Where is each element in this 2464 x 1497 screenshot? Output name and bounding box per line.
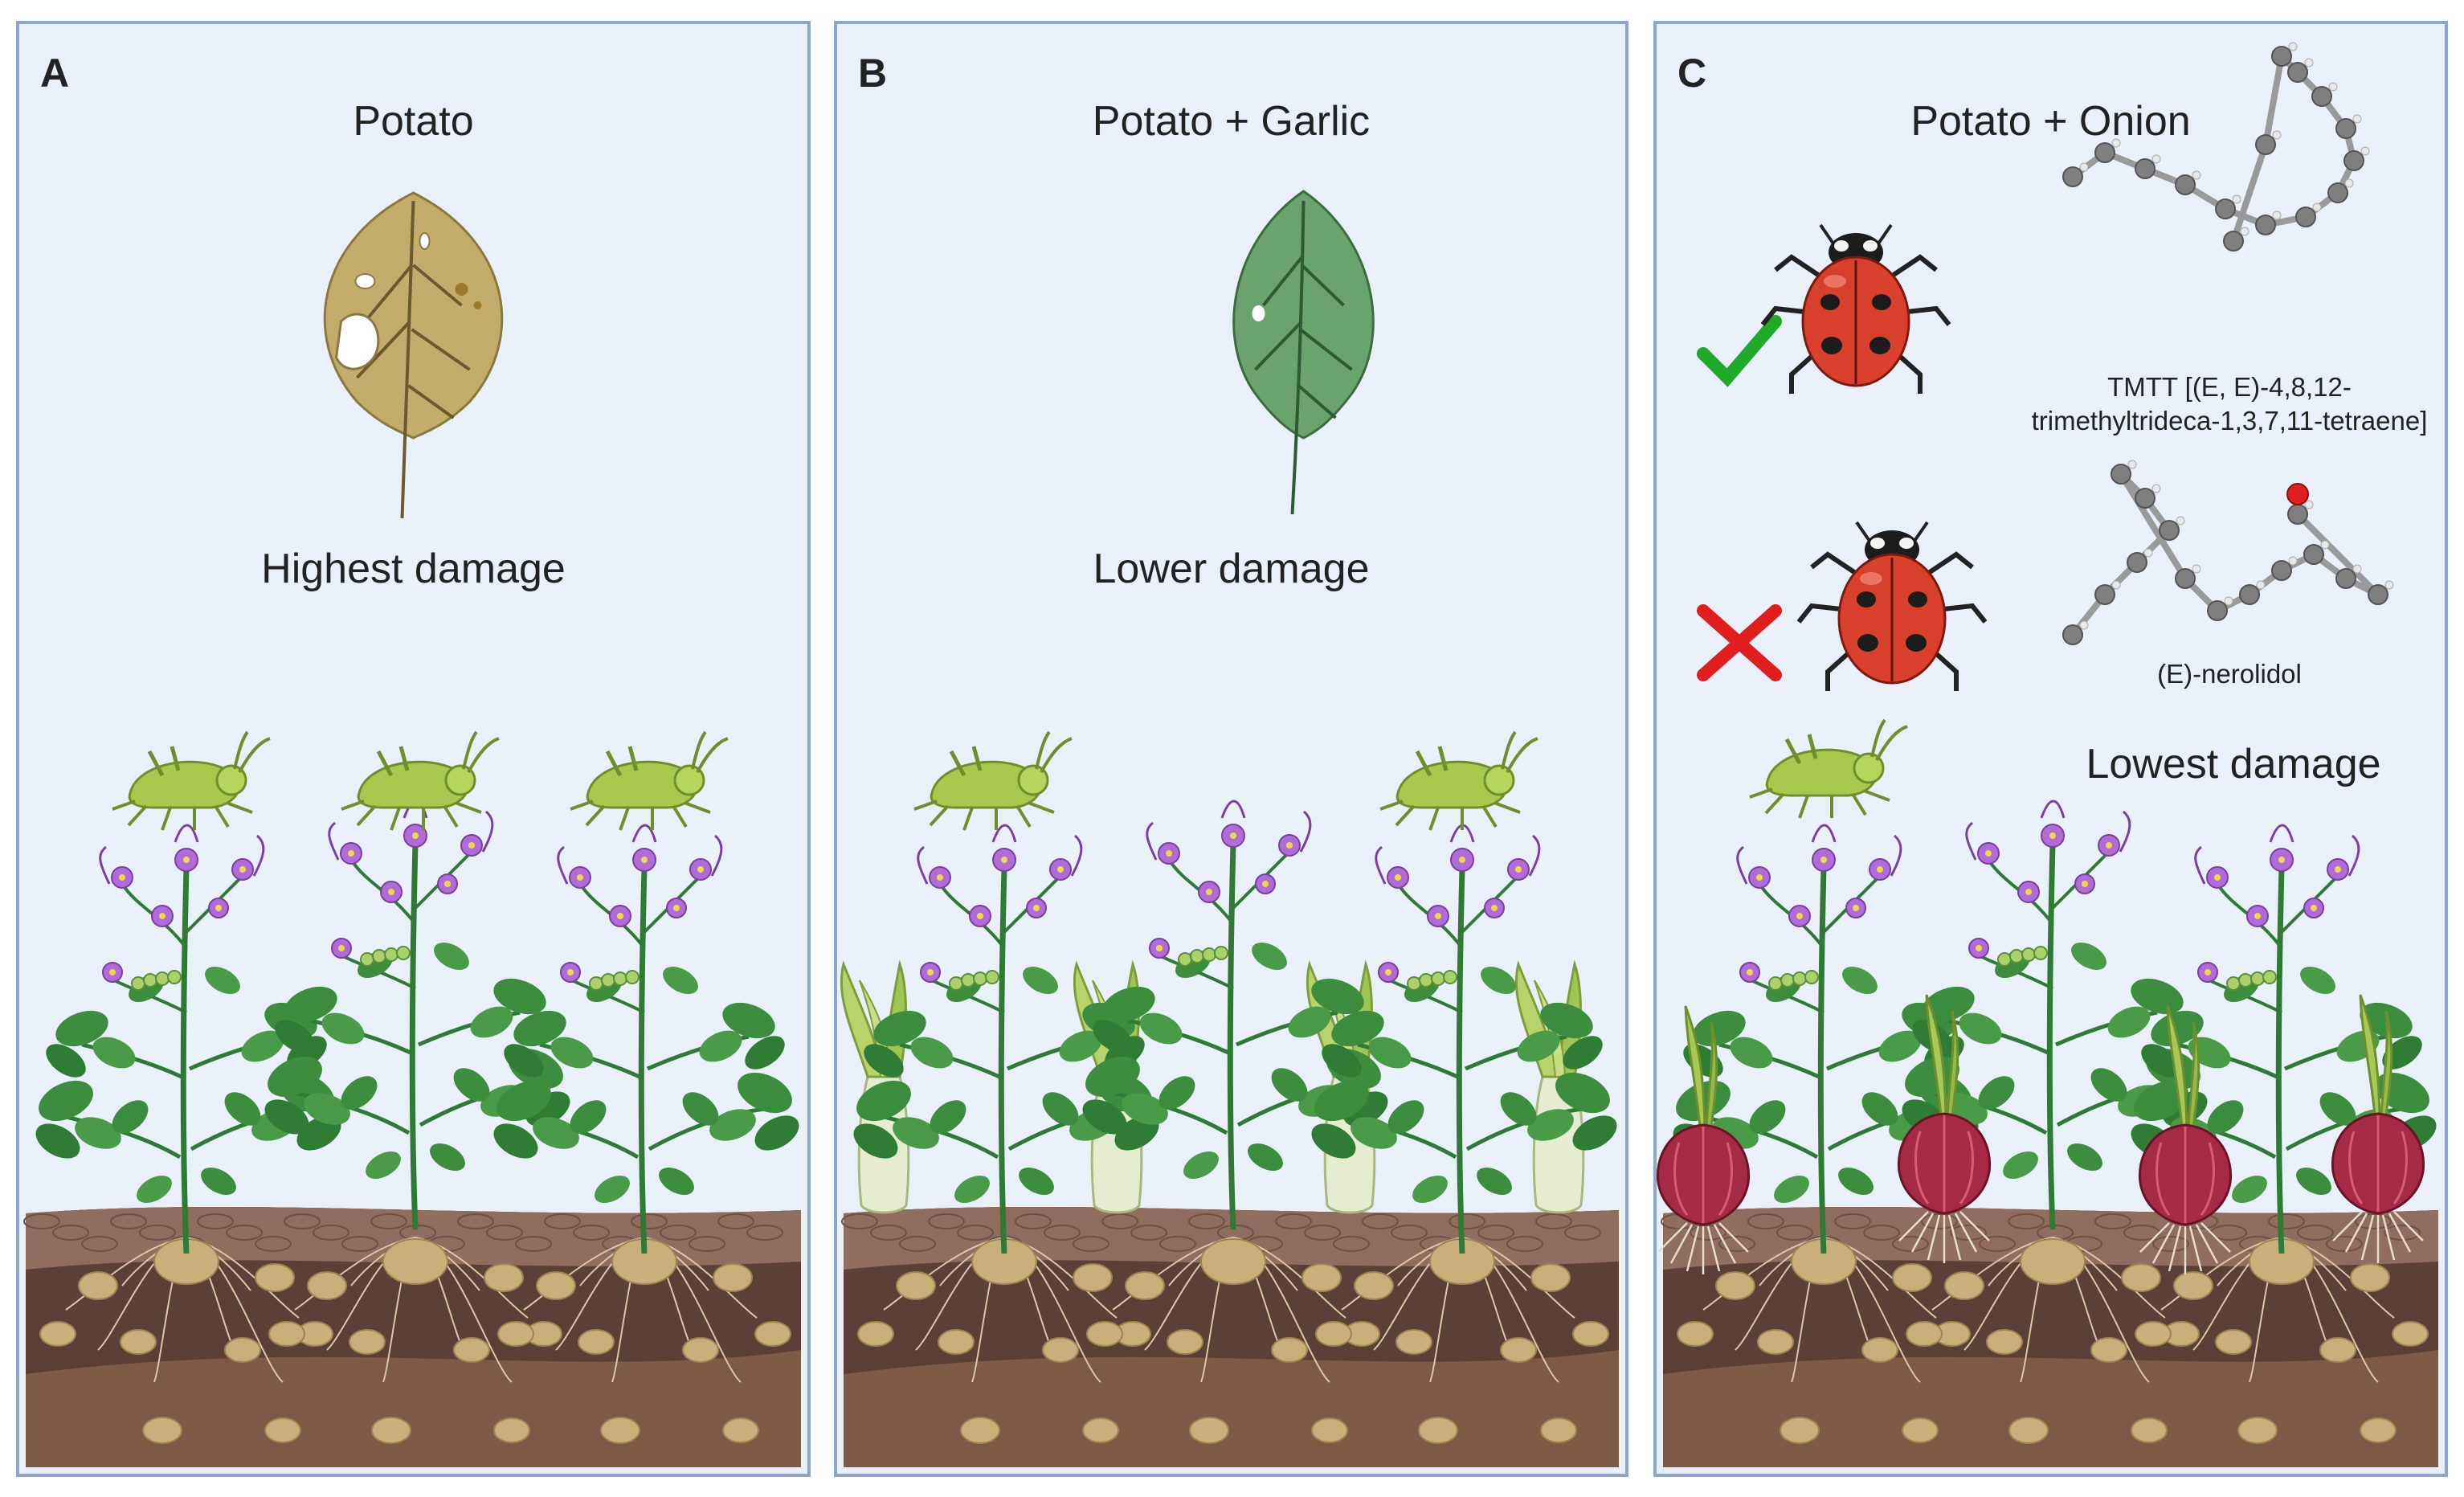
- tuber-cluster: [497, 1237, 791, 1444]
- tuber-cluster: [1677, 1237, 1971, 1444]
- tuber-cluster: [268, 1237, 562, 1444]
- panel-letter: B: [858, 51, 887, 96]
- damage-label: Lowest damage: [2086, 741, 2380, 787]
- panel-title: Potato + Onion: [1910, 98, 2190, 145]
- molecule-structure: [2062, 42, 2370, 252]
- compound-row-1: TMTT [(E, E)-4,8,12- trimethyltrideca-1,3…: [1697, 42, 2428, 436]
- molecule-structure: [2062, 460, 2394, 645]
- panel-letter: C: [1677, 51, 1706, 96]
- damage-label: Highest damage: [261, 546, 566, 592]
- tuber-cluster: [39, 1237, 333, 1444]
- tuber-cluster: [857, 1237, 1151, 1444]
- compound-name-line1: TMTT [(E, E)-4,8,12-: [2107, 372, 2352, 402]
- check-icon: [1697, 315, 1782, 387]
- tuber-cluster: [1086, 1237, 1380, 1444]
- panel-letter: A: [40, 51, 69, 96]
- tuber-cluster: [2135, 1237, 2429, 1444]
- healthy-leaf-icon: [1232, 190, 1375, 515]
- compound-name-line1: (E)-nerolidol: [2157, 659, 2302, 689]
- damage-label: Lower damage: [1093, 546, 1370, 592]
- soil: [23, 1207, 801, 1467]
- compound-row-2: (E)-nerolidol: [1697, 460, 2394, 691]
- panel-title: Potato + Garlic: [1093, 98, 1370, 145]
- damaged-leaf-icon: [323, 191, 504, 519]
- soil: [1661, 1207, 2438, 1467]
- panel-title: Potato: [353, 98, 473, 145]
- cross-icon: [1697, 604, 1782, 681]
- tuber-cluster: [1906, 1237, 2200, 1444]
- compound-name-line2: trimethyltrideca-1,3,7,11-tetraene]: [2032, 406, 2428, 436]
